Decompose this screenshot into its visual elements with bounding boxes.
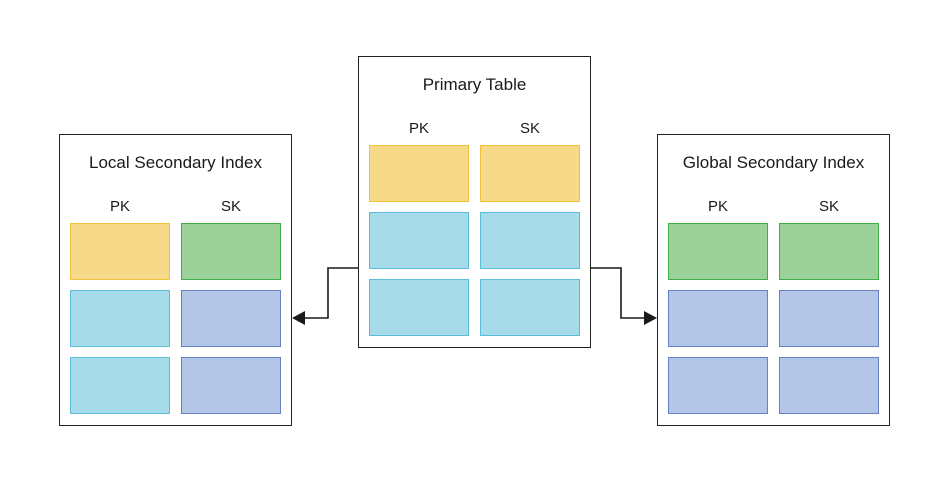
table-title: Local Secondary Index <box>89 153 262 172</box>
sk-cell-blue <box>181 290 281 347</box>
primary-table: Primary Table PK SK <box>358 56 591 348</box>
pk-cell-yellow <box>70 223 170 280</box>
table-title: Primary Table <box>422 75 527 94</box>
pk-column-label: PK <box>707 198 728 215</box>
global-secondary-index-table: Global Secondary Index PK SK <box>657 134 890 426</box>
pk-cell-green <box>668 223 768 280</box>
arrow-primary-to-lsi <box>292 267 358 325</box>
pk-cell-cyan <box>369 279 469 336</box>
sk-column-label: SK <box>220 198 241 215</box>
sk-cell-blue <box>181 357 281 414</box>
pk-cell-cyan <box>70 290 170 347</box>
arrow-primary-to-gsi <box>591 267 657 325</box>
sk-cell-blue <box>779 357 879 414</box>
sk-column-label: SK <box>519 120 540 137</box>
pk-cell-yellow <box>369 145 469 202</box>
sk-cell-blue <box>779 290 879 347</box>
pk-cell-cyan <box>70 357 170 414</box>
pk-column-label: PK <box>408 120 429 137</box>
sk-cell-cyan <box>480 279 580 336</box>
pk-cell-blue <box>668 357 768 414</box>
sk-cell-yellow <box>480 145 580 202</box>
pk-column-label: PK <box>109 198 130 215</box>
sk-column-label: SK <box>818 198 839 215</box>
sk-cell-cyan <box>480 212 580 269</box>
table-title: Global Secondary Index <box>682 153 865 172</box>
local-secondary-index-table: Local Secondary Index PK SK <box>59 134 292 426</box>
sk-cell-green <box>779 223 879 280</box>
pk-cell-blue <box>668 290 768 347</box>
pk-cell-cyan <box>369 212 469 269</box>
sk-cell-green <box>181 223 281 280</box>
